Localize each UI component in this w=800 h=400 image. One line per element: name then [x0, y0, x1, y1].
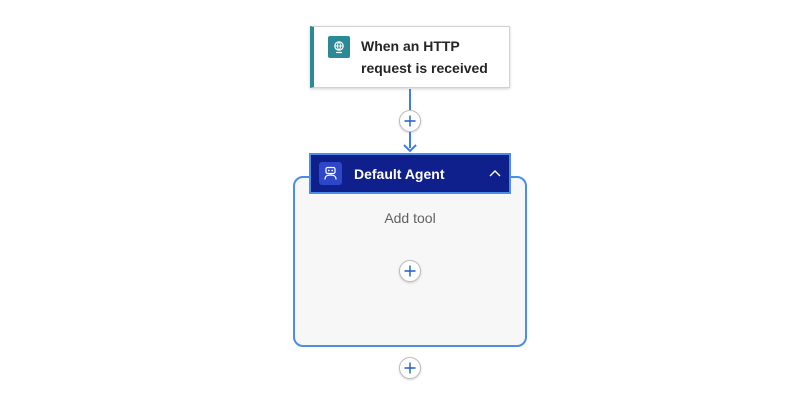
agent-robot-icon: [319, 162, 342, 185]
connector-line-top: [409, 89, 411, 110]
connector-arrowhead: [403, 144, 417, 153]
plus-icon: [404, 362, 416, 374]
add-step-button-after-agent[interactable]: [399, 357, 421, 379]
add-tool-label: Add tool: [384, 210, 436, 226]
connector-line-middle: [409, 132, 411, 148]
plus-icon: [404, 115, 416, 127]
chevron-up-icon: [489, 170, 501, 177]
http-request-icon: [328, 36, 350, 58]
agent-header[interactable]: Default Agent: [309, 153, 511, 194]
add-tool-button[interactable]: [399, 260, 421, 282]
trigger-title: When an HTTP request is received: [361, 38, 488, 76]
agent-title: Default Agent: [354, 166, 445, 182]
plus-icon: [404, 265, 416, 277]
collapse-agent-button[interactable]: [486, 164, 504, 182]
trigger-card-http-request[interactable]: When an HTTP request is received: [310, 26, 510, 88]
add-step-button-after-trigger[interactable]: [399, 110, 421, 132]
